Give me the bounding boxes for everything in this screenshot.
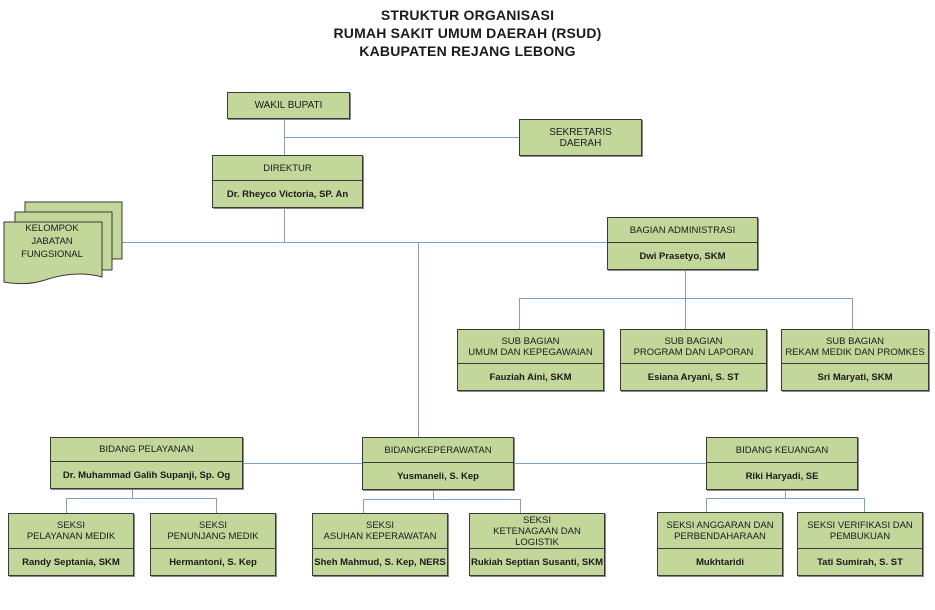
connector (852, 298, 853, 329)
bidang-keperawatan-name: Yusmaneli, S. Kep (363, 462, 513, 489)
connector (66, 498, 217, 499)
seksi-pelayanan-medik-title: SEKSI PELAYANAN MEDIK (26, 520, 116, 542)
seksi-penunjang-medik-title: SEKSI PENUNJANG MEDIK (167, 520, 259, 542)
connector (433, 490, 434, 500)
seksi-verifikasi-box[interactable]: SEKSI VERIFIKASI DAN PEMBUKUAN Tati Sumi… (797, 512, 923, 576)
direktur-box[interactable]: DIREKTUR Dr. Rheyco Victoria, SP. An (212, 155, 363, 208)
bidang-keperawatan-title: BIDANGKEPERAWATAN (384, 444, 492, 456)
sub-bagian-rekam-title: SUB BAGIAN REKAM MEDIK DAN PROMKES (785, 335, 925, 358)
sekretaris-daerah-title: SEKRETARIS DAERAH (549, 126, 612, 149)
connector (363, 499, 521, 500)
chart-title-line-2: RUMAH SAKIT UMUM DAERAH (RSUD) (333, 25, 602, 41)
seksi-penunjang-medik-box[interactable]: SEKSI PENUNJANG MEDIK Hermantoni, S. Kep (150, 513, 276, 576)
connector (520, 499, 521, 513)
seksi-ketenagaan-name: Rukiah Septian Susanti, SKM (470, 548, 604, 575)
connector (685, 298, 686, 329)
bidang-keuangan-title: BIDANG KEUANGAN (735, 444, 829, 456)
wakil-bupati-title: WAKIL BUPATI (254, 100, 323, 111)
connector (284, 137, 519, 138)
seksi-pelayanan-medik-box[interactable]: SEKSI PELAYANAN MEDIK Randy Septania, SK… (8, 513, 134, 576)
connector (706, 498, 707, 512)
bagian-administrasi-box[interactable]: BAGIAN ADMINISTRASI Dwi Prasetyo, SKM (607, 217, 758, 270)
connector (284, 208, 285, 242)
sub-bagian-rekam-name: Sri Maryati, SKM (782, 363, 928, 390)
seksi-anggaran-title: SEKSI ANGGARAN DAN PERBENDAHARAAN (666, 519, 774, 542)
connector (864, 498, 865, 512)
seksi-ketenagaan-title: SEKSI KETENAGAAN DAN LOGISTIK (493, 514, 581, 548)
bidang-keuangan-box[interactable]: BIDANG KEUANGAN Riki Haryadi, SE (706, 437, 858, 490)
sub-bagian-program-name: Esiana Aryani, S. ST (621, 363, 766, 390)
seksi-anggaran-name: Mukhtaridi (658, 548, 782, 575)
connector (216, 498, 217, 513)
connector (706, 498, 865, 499)
connector (785, 490, 786, 499)
direktur-name: Dr. Rheyco Victoria, SP. An (213, 180, 362, 207)
sub-bagian-umum-title: SUB BAGIAN UMUM DAN KEPEGAWAIAN (468, 335, 593, 358)
sub-bagian-umum-name: Fauziah Aini, SKM (458, 363, 603, 390)
bidang-pelayanan-title: BIDANG PELAYANAN (99, 444, 194, 455)
bidang-keperawatan-box[interactable]: BIDANGKEPERAWATAN Yusmaneli, S. Kep (362, 437, 514, 490)
seksi-asuhan-box[interactable]: SEKSI ASUHAN KEPERAWATAN Sheh Mahmud, S.… (312, 513, 448, 576)
connector (122, 242, 608, 243)
multi-document-shape (3, 201, 123, 285)
direktur-title: DIREKTUR (263, 162, 312, 174)
connector (685, 270, 686, 298)
sekretaris-daerah-box[interactable]: SEKRETARIS DAERAH (519, 119, 642, 156)
sub-bagian-program-title: SUB BAGIAN PROGRAM DAN LAPORAN (633, 335, 754, 358)
seksi-ketenagaan-box[interactable]: SEKSI KETENAGAAN DAN LOGISTIK Rukiah Sep… (469, 513, 605, 576)
seksi-anggaran-box[interactable]: SEKSI ANGGARAN DAN PERBENDAHARAAN Mukhta… (657, 512, 783, 576)
seksi-penunjang-medik-name: Hermantoni, S. Kep (151, 548, 275, 575)
chart-title-line-1: STRUKTUR ORGANISASI (380, 7, 555, 23)
connector (418, 242, 419, 437)
seksi-pelayanan-medik-name: Randy Septania, SKM (9, 548, 133, 575)
bidang-pelayanan-box[interactable]: BIDANG PELAYANAN Dr. Muhammad Galih Supa… (50, 437, 243, 489)
bidang-pelayanan-name: Dr. Muhammad Galih Supanji, Sp. Og (51, 461, 242, 488)
connector (363, 499, 364, 513)
bagian-administrasi-title: BAGIAN ADMINISTRASI (629, 224, 736, 236)
seksi-asuhan-name: Sheh Mahmud, S. Kep, NERS (313, 548, 447, 575)
wakil-bupati-box[interactable]: WAKIL BUPATI (227, 92, 350, 119)
bagian-administrasi-name: Dwi Prasetyo, SKM (608, 242, 757, 269)
bidang-keuangan-name: Riki Haryadi, SE (707, 462, 857, 489)
connector (132, 488, 133, 498)
connector (66, 498, 67, 513)
sub-bagian-umum-box[interactable]: SUB BAGIAN UMUM DAN KEPEGAWAIAN Fauziah … (457, 329, 604, 391)
chart-title-line-3: KABUPATEN REJANG LEBONG (359, 43, 576, 59)
seksi-verifikasi-name: Tati Sumirah, S. ST (798, 548, 922, 575)
seksi-asuhan-title: SEKSI ASUHAN KEPERAWATAN (323, 520, 437, 542)
connector (519, 298, 520, 329)
sub-bagian-rekam-box[interactable]: SUB BAGIAN REKAM MEDIK DAN PROMKES Sri M… (781, 329, 929, 391)
seksi-verifikasi-title: SEKSI VERIFIKASI DAN PEMBUKUAN (807, 519, 913, 542)
sub-bagian-program-box[interactable]: SUB BAGIAN PROGRAM DAN LAPORAN Esiana Ar… (620, 329, 767, 391)
kelompok-jabatan-fungsional-label: KELOMPOK JABATAN FUNGSIONAL (21, 223, 83, 260)
